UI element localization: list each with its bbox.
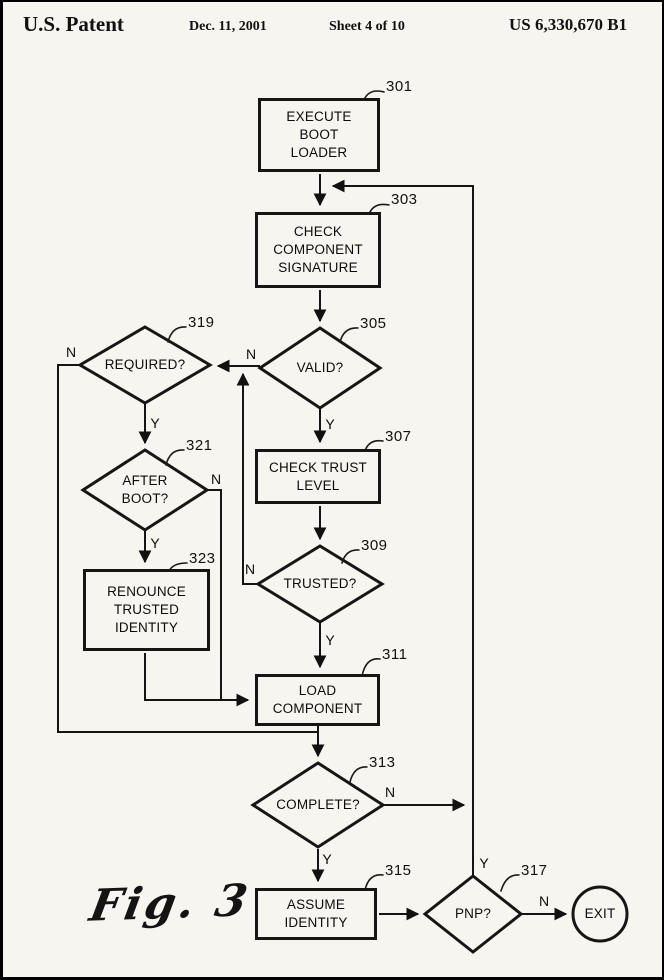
node-label-valid: VALID? bbox=[296, 360, 344, 376]
ref-311: 311 bbox=[382, 646, 408, 663]
branch-required-yes: Y bbox=[150, 415, 160, 431]
required-decision-shape bbox=[77, 325, 213, 405]
ref-leader-305 bbox=[339, 327, 359, 343]
ref-301: 301 bbox=[386, 78, 413, 95]
node-check-trust-level: CHECK TRUST LEVEL bbox=[255, 449, 381, 504]
node-load-component: LOAD COMPONENT bbox=[255, 674, 380, 726]
node-renounce-trusted-identity: RENOUNCE TRUSTED IDENTITY bbox=[83, 569, 210, 651]
node-label-trusted: TRUSTED? bbox=[283, 576, 357, 592]
after-boot-decision-shape bbox=[80, 448, 210, 532]
branch-valid-yes: Y bbox=[325, 416, 335, 432]
ref-leader-317 bbox=[500, 874, 520, 892]
ref-321: 321 bbox=[186, 437, 213, 454]
ref-319: 319 bbox=[188, 314, 215, 331]
node-label-execute-boot-loader: EXECUTE BOOT LOADER bbox=[286, 109, 352, 160]
ref-307: 307 bbox=[385, 428, 412, 445]
ref-leader-321 bbox=[165, 449, 185, 466]
node-label-after-boot: AFTER BOOT? bbox=[121, 473, 169, 506]
patent-label: U.S. Patent bbox=[23, 12, 124, 36]
trusted-decision-shape bbox=[255, 544, 385, 624]
ref-303: 303 bbox=[391, 191, 418, 208]
branch-trusted-yes: Y bbox=[325, 632, 335, 648]
node-label-assume-identity: ASSUME IDENTITY bbox=[284, 897, 348, 930]
exit-terminal-shape bbox=[571, 885, 629, 943]
ref-leader-313 bbox=[349, 766, 368, 783]
ref-leader-311 bbox=[361, 658, 381, 677]
branch-pnp-no: N bbox=[538, 893, 550, 909]
ref-leader-309 bbox=[341, 549, 360, 564]
node-label-complete: COMPLETE? bbox=[276, 797, 360, 813]
node-execute-boot-loader: EXECUTE BOOT LOADER bbox=[258, 98, 380, 172]
branch-complete-yes: Y bbox=[322, 851, 332, 867]
ref-305: 305 bbox=[360, 315, 387, 332]
branch-after-boot-no: N bbox=[210, 471, 222, 487]
valid-decision-shape bbox=[257, 326, 383, 410]
branch-after-boot-yes: Y bbox=[150, 535, 160, 551]
branch-valid-no: N bbox=[245, 346, 257, 362]
sheet-number: Sheet 4 of 10 bbox=[329, 19, 405, 34]
branch-trusted-no: N bbox=[244, 561, 256, 577]
patent-number: US 6,330,670 B1 bbox=[509, 15, 628, 34]
node-label-pnp: PNP? bbox=[454, 906, 492, 922]
node-assume-identity: ASSUME IDENTITY bbox=[255, 888, 377, 940]
branch-complete-no: N bbox=[384, 784, 396, 800]
ref-323: 323 bbox=[189, 550, 216, 567]
connector-323-311 bbox=[144, 653, 250, 707]
figure-label: Fig. 3 bbox=[85, 875, 255, 932]
node-label-renounce-trusted-identity: RENOUNCE TRUSTED IDENTITY bbox=[107, 584, 186, 635]
ref-leader-315 bbox=[364, 873, 384, 891]
node-label-required: REQUIRED? bbox=[104, 357, 186, 373]
node-label-exit: EXIT bbox=[584, 906, 616, 922]
patent-date: Dec. 11, 2001 bbox=[189, 19, 267, 34]
connector-trusted-no-up bbox=[236, 372, 259, 585]
branch-required-no: N bbox=[65, 344, 77, 360]
ref-313: 313 bbox=[369, 754, 396, 771]
node-check-component-signature: CHECK COMPONENT SIGNATURE bbox=[255, 212, 381, 288]
node-label-check-component-signature: CHECK COMPONENT SIGNATURE bbox=[273, 224, 363, 275]
connector-required-no-down bbox=[57, 364, 318, 733]
node-label-check-trust-level: CHECK TRUST LEVEL bbox=[269, 459, 367, 493]
ref-leader-319 bbox=[167, 326, 187, 343]
complete-decision-shape bbox=[250, 761, 386, 849]
pnp-decision-shape bbox=[422, 874, 524, 954]
branch-pnp-yes: Y bbox=[479, 855, 489, 871]
node-label-load-component: LOAD COMPONENT bbox=[272, 683, 363, 716]
connector-after-boot-no-down bbox=[207, 489, 222, 700]
connector-feedback-pnp-to-303 bbox=[331, 179, 474, 876]
ref-309: 309 bbox=[361, 537, 388, 554]
ref-317: 317 bbox=[521, 862, 548, 879]
flowchart-svg bbox=[57, 90, 629, 954]
ref-315: 315 bbox=[385, 862, 412, 879]
